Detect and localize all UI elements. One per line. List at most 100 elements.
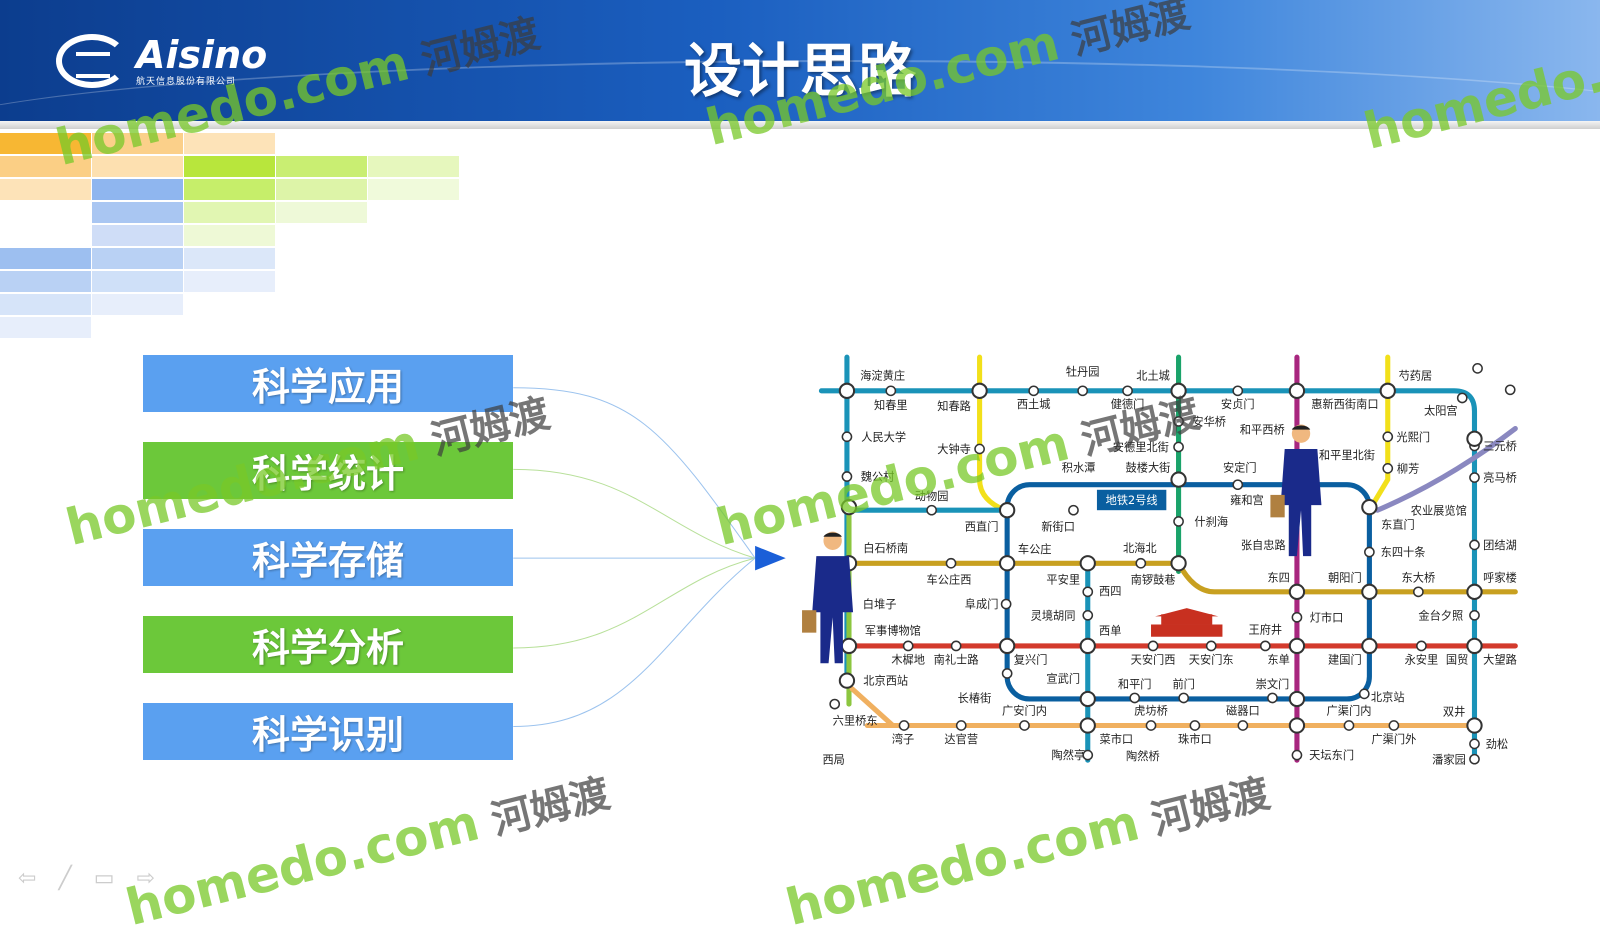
slide-header: Aisino 航天信息股份有限公司 设计思路 [0,0,1600,121]
station-label: 太阳宫 [1424,403,1458,417]
station-dot [1469,472,1480,483]
decorative-tile [184,133,275,154]
slide-navigation: ⇦ ╱ ▭ ⇨ [18,866,155,891]
transfer-stations [838,382,1483,734]
stations: 海淀黄庄知春里知春路西土城牡丹园健德门北土城安贞门惠新西街南口芍药居太阳宫人民大… [822,363,1517,766]
transfer-station-icon [1288,690,1306,708]
station-dot [1267,692,1278,704]
station-dot [1469,539,1480,551]
station-dot [1504,384,1516,396]
station-label: 劲松 [1486,737,1508,751]
station-label: 东大桥 [1402,571,1436,585]
transfer-station-icon [1466,583,1483,600]
station-dot [1145,720,1157,731]
transfer-station-icon [1466,430,1483,447]
station-dot [1129,692,1141,704]
station-label: 南锣鼓巷 [1131,573,1176,587]
station-label: 农业展览馆 [1411,503,1467,517]
transfer-station-icon [1079,717,1096,734]
connector-curve [513,387,756,559]
station-dot [1082,749,1094,761]
station-label: 东四 [1267,572,1289,585]
station-label: 广安门内 [1002,703,1047,717]
transfer-station-icon [1361,583,1378,600]
subway-map-diagram: 地铁2号线 海淀黄庄知春里知春路西土城牡丹园健德门北土城安贞门惠新西街南口芍药居… [513,354,1518,766]
station-dot [926,504,937,516]
station-label: 车公庄 [1018,542,1052,556]
station-dot [1291,611,1303,623]
decorative-tile [276,202,367,223]
station-dot [1019,720,1030,731]
businessman-figure-right [1270,424,1322,557]
station-label: 国贸 [1446,653,1468,666]
station-label: 积水潭 [1062,461,1096,474]
transfer-station-icon [1079,555,1096,572]
station-label: 陶然桥 [1126,749,1160,763]
station-dot [955,720,967,731]
station-dot [1291,749,1303,761]
station-dot [1122,385,1133,397]
station-label: 光熙门 [1396,430,1430,444]
station-label: 陶然亭 [1052,748,1086,762]
decorative-tile [92,156,183,177]
decorative-tile [368,156,459,177]
station-dot [945,557,957,569]
pen-icon[interactable]: ╱ [58,866,72,891]
station-label: 白石桥南 [863,541,908,555]
next-arrow-icon[interactable]: ⇨ [136,866,155,891]
station-dot [1173,441,1184,453]
transfer-station-icon [840,498,858,516]
prev-arrow-icon[interactable]: ⇦ [18,866,37,891]
decorative-tile [92,248,183,269]
station-label: 达官营 [944,732,978,746]
logo-subtitle: 航天信息股份有限公司 [136,76,237,87]
station-dot [1082,586,1094,598]
science-application-button[interactable]: 科学应用 [143,355,513,412]
station-label: 广渠门内 [1327,703,1372,717]
station-label: 潘家园 [1432,752,1466,766]
station-dot [1364,546,1375,558]
decorative-tile [0,179,91,200]
station-dot [1469,738,1480,750]
station-label: 东直门 [1381,518,1415,532]
station-dot [1259,640,1271,652]
station-label: 虎坊桥 [1134,703,1168,717]
station-label: 菜市口 [1099,732,1133,746]
connector-curve [513,557,756,649]
science-recognition-button[interactable]: 科学识别 [143,703,513,760]
science-storage-button[interactable]: 科学存储 [143,529,513,586]
station-dot [1456,392,1468,404]
station-label: 天坛东门 [1309,748,1354,762]
station-label: 安定门 [1223,460,1257,474]
station-label: 知春里 [874,398,908,412]
station-label: 和平里北街 [1319,448,1375,462]
station-dot [1237,720,1249,731]
station-dot [1358,688,1370,700]
station-dot [1173,516,1184,527]
station-dot [1388,720,1400,731]
station-label: 南礼士路 [934,652,979,666]
transfer-station-icon [1288,583,1306,600]
transfer-station-icon [1361,637,1378,655]
transfer-station-icon [1288,717,1306,734]
station-label: 什刹海 [1194,515,1228,529]
menu-icon[interactable]: ▭ [93,866,115,891]
station-label: 东四十条 [1381,545,1426,559]
station-dot [1205,640,1217,652]
station-dot [1382,463,1394,474]
station-dot [1000,598,1012,610]
transfer-station-icon [998,502,1016,519]
station-label: 双井 [1443,704,1465,718]
station-dot [950,640,962,652]
station-label: 西单 [1099,625,1121,638]
station-dot [1472,363,1483,374]
transfer-station-icon [971,382,988,399]
station-label: 人民大学 [861,430,906,444]
station-label: 安德里北街 [1113,440,1169,454]
decorative-tile [276,156,367,177]
station-dot [1173,416,1184,427]
transfer-station-icon [840,637,858,655]
station-label: 木樨地 [891,652,925,666]
science-analysis-button[interactable]: 科学分析 [143,616,513,673]
science-statistics-button[interactable]: 科学统计 [143,442,513,499]
